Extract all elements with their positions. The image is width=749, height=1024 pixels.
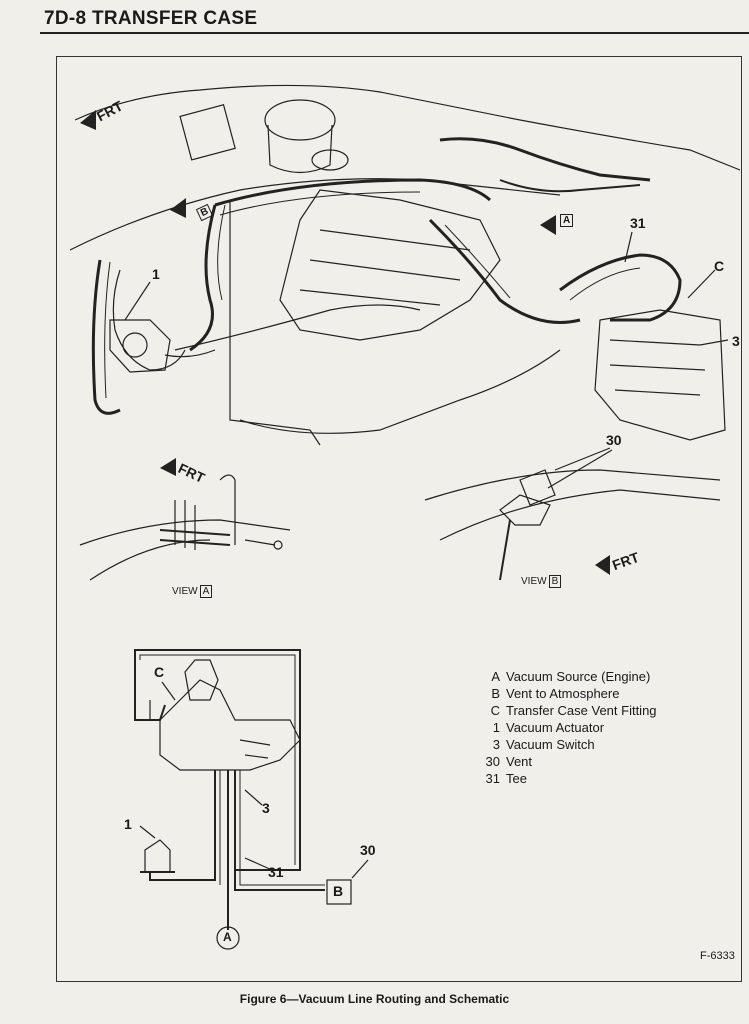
legend-key: A bbox=[491, 669, 500, 684]
figure-id: F-6333 bbox=[700, 950, 735, 962]
legend-text: Tee bbox=[506, 771, 527, 786]
vent-box-b: B bbox=[333, 883, 344, 899]
page-title: 7D-8 TRANSFER CASE bbox=[44, 8, 258, 29]
page-header: 7D-8 TRANSFER CASE bbox=[40, 6, 749, 34]
callout-31-schematic: 31 bbox=[268, 864, 284, 880]
figure-frame bbox=[56, 56, 742, 982]
legend: A Vacuum Source (Engine) B Vent to Atmosph… bbox=[478, 668, 657, 787]
callout-1-schematic: 1 bbox=[124, 816, 132, 832]
view-b-text: VIEW bbox=[521, 576, 547, 587]
legend-key: 1 bbox=[492, 720, 500, 735]
legend-item: B Vent to Atmosphere bbox=[478, 685, 657, 702]
callout-30-view-b: 30 bbox=[606, 432, 622, 448]
callout-1-main: 1 bbox=[152, 266, 160, 282]
callout-3-main: 3 bbox=[732, 333, 740, 349]
legend-item: C Transfer Case Vent Fitting bbox=[478, 702, 657, 719]
callout-c-schematic: C bbox=[154, 664, 165, 680]
legend-text: Vacuum Source (Engine) bbox=[506, 669, 651, 684]
source-circle-a: A bbox=[223, 930, 232, 944]
view-a-box: A bbox=[199, 585, 213, 598]
figure-caption: Figure 6—Vacuum Line Routing and Schemat… bbox=[239, 992, 510, 1006]
legend-item: 1 Vacuum Actuator bbox=[478, 719, 657, 736]
callout-31-main: 31 bbox=[630, 215, 646, 231]
legend-key: 31 bbox=[485, 771, 500, 786]
view-b-box: B bbox=[548, 575, 562, 588]
legend-item: 3 Vacuum Switch bbox=[478, 736, 657, 753]
callout-30-schematic: 30 bbox=[360, 842, 376, 858]
legend-key: C bbox=[490, 703, 500, 718]
legend-key: 3 bbox=[492, 737, 500, 752]
legend-text: Vent to Atmosphere bbox=[506, 686, 620, 701]
legend-text: Vacuum Switch bbox=[506, 737, 595, 752]
legend-text: Transfer Case Vent Fitting bbox=[506, 703, 657, 718]
view-a-text: VIEW bbox=[172, 586, 198, 597]
legend-item: 30 Vent bbox=[478, 753, 657, 770]
legend-item: 31 Tee bbox=[478, 770, 657, 787]
legend-item: A Vacuum Source (Engine) bbox=[478, 668, 657, 685]
legend-key: B bbox=[491, 686, 500, 701]
legend-text: Vent bbox=[506, 754, 533, 769]
legend-key: 30 bbox=[485, 754, 500, 769]
callout-3-schematic: 3 bbox=[262, 800, 270, 816]
legend-text: Vacuum Actuator bbox=[506, 720, 605, 735]
callout-c-main: C bbox=[714, 258, 725, 274]
arrow-letter-a: A bbox=[560, 214, 574, 227]
